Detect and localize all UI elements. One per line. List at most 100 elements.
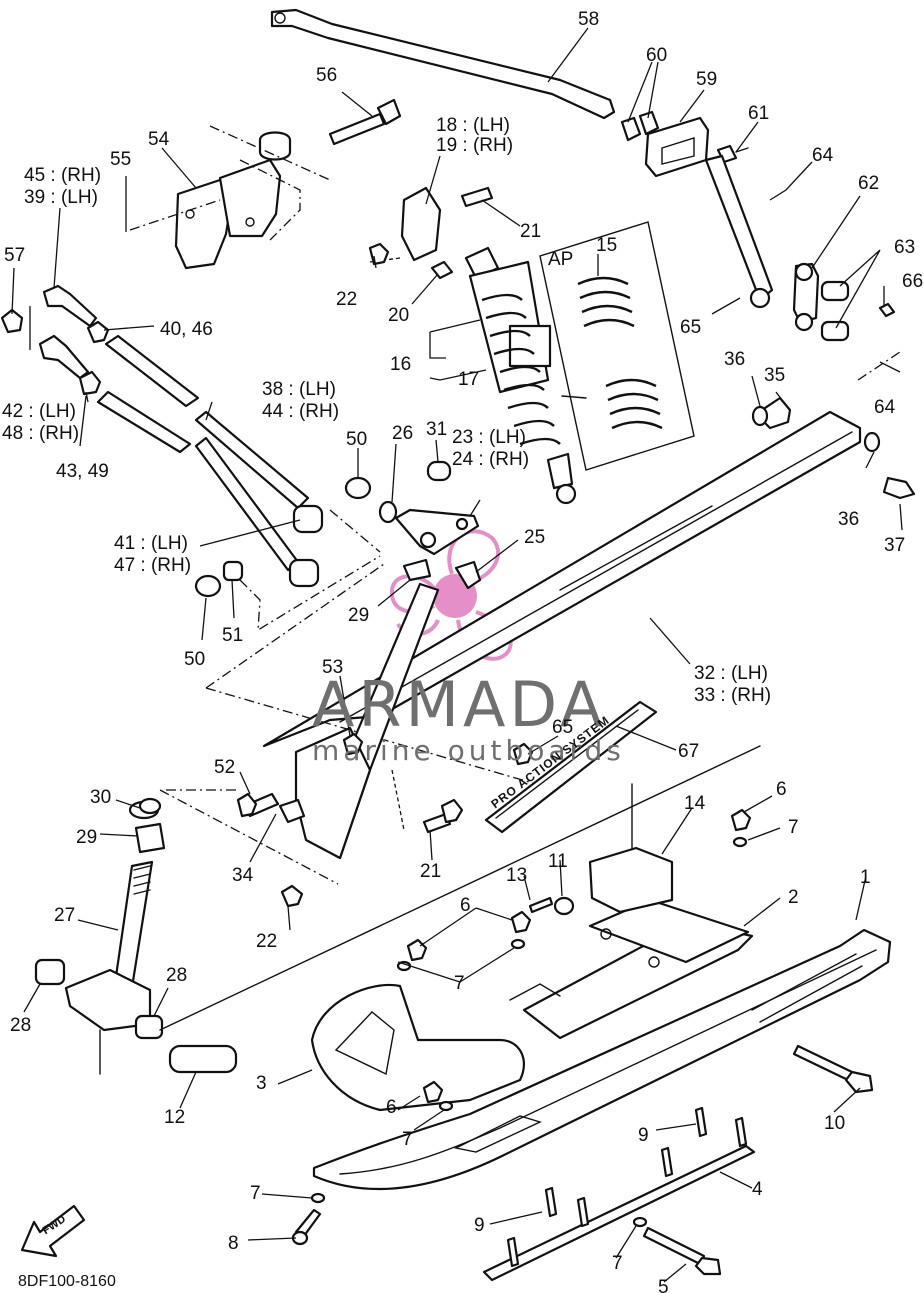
- callout-60: 60: [646, 45, 668, 66]
- callout-65b: 65: [552, 717, 574, 738]
- callout-15: 15: [596, 235, 618, 256]
- leader-lines: [11, 27, 903, 1283]
- callout-44: 44 : (RH): [262, 401, 340, 422]
- callout-54: 54: [148, 129, 170, 150]
- callout-48: 48 : (RH): [2, 423, 80, 444]
- callout-59: 59: [696, 69, 718, 90]
- callout-7c: 7: [402, 1129, 413, 1150]
- callout-16: 16: [390, 354, 412, 375]
- callout-66: 66: [902, 271, 924, 292]
- callout-22b: 22: [256, 931, 278, 952]
- callout-47: 47 : (RH): [114, 555, 192, 576]
- callout-7b: 7: [454, 973, 465, 994]
- callout-1: 1: [860, 867, 871, 888]
- callout-39: 39 : (LH): [24, 187, 98, 208]
- callout-63: 63: [894, 237, 916, 258]
- callout-29b: 29: [76, 827, 98, 848]
- stabilizer-bar: [270, 8, 616, 120]
- callout-35: 35: [764, 365, 786, 386]
- callout-14: 14: [684, 793, 706, 814]
- callout-50a: 50: [346, 429, 368, 450]
- callout-38: 38 : (LH): [262, 379, 336, 400]
- callout-29a: 29: [348, 605, 370, 626]
- callout-28a: 28: [166, 965, 188, 986]
- callout-52: 52: [214, 757, 236, 778]
- callout-22a: 22: [336, 289, 358, 310]
- callout-33: 33 : (RH): [694, 685, 772, 706]
- pivot-link: [378, 460, 482, 590]
- rod-ends: [0, 284, 110, 396]
- callout-50b: 50: [184, 649, 206, 670]
- watermark-tagline: marine outboards: [312, 734, 625, 767]
- callout-20: 20: [388, 305, 410, 326]
- callout-21a: 21: [520, 221, 542, 242]
- bolt-56: [328, 98, 402, 146]
- callout-4: 4: [752, 1179, 763, 1200]
- callout-3: 3: [256, 1073, 267, 1094]
- callout-7e: 7: [250, 1183, 261, 1204]
- callout-2: 2: [788, 887, 799, 908]
- callout-7d: 7: [612, 1253, 623, 1274]
- callout-5: 5: [658, 1277, 669, 1293]
- callout-24: 24 : (RH): [452, 449, 530, 470]
- front-arm: [278, 558, 440, 860]
- callout-27: 27: [54, 905, 76, 926]
- callout-34: 34: [232, 865, 254, 886]
- callout-30: 30: [90, 787, 112, 808]
- diagram-code: 8DF100-8160: [18, 1273, 116, 1290]
- callout-9a: 9: [638, 1125, 649, 1146]
- callout-45: 45 : (RH): [24, 165, 102, 186]
- callout-18: 18 : (LH): [436, 115, 510, 136]
- callout-53: 53: [322, 657, 344, 678]
- suspension-rail: [205, 351, 916, 785]
- spring-inset: [539, 221, 695, 471]
- watermark-brand: ARMADA: [312, 668, 607, 741]
- callout-28b: 28: [10, 1015, 32, 1036]
- shock-absorber: [368, 186, 577, 505]
- stabilizer-arm: [704, 154, 896, 342]
- bar-bushings: [620, 110, 749, 178]
- callout-67: 67: [678, 741, 700, 762]
- studs: [506, 1106, 748, 1268]
- callout-40: 40, 46: [160, 319, 213, 340]
- inset-label: AP: [548, 249, 574, 270]
- ski: [312, 928, 892, 1191]
- callout-31: 31: [426, 419, 448, 440]
- callout-65a: 65: [680, 317, 702, 338]
- callout-23: 23 : (LH): [452, 427, 526, 448]
- wear-bar: [482, 1144, 756, 1282]
- callout-6a: 6: [776, 779, 787, 800]
- callout-19: 19 : (RH): [436, 135, 514, 156]
- callout-37: 37: [884, 535, 906, 556]
- emblem-pro-action: [484, 700, 658, 834]
- radius-rods: [96, 334, 381, 632]
- callout-57: 57: [4, 245, 26, 266]
- callout-7a: 7: [788, 817, 799, 838]
- callout-10: 10: [824, 1113, 846, 1134]
- callout-26: 26: [392, 423, 414, 444]
- front-bolts: [159, 789, 464, 908]
- fwd-arrow-icon: [20, 1204, 86, 1258]
- callout-25: 25: [524, 527, 546, 548]
- callout-62: 62: [858, 173, 880, 194]
- callout-13: 13: [506, 865, 528, 886]
- callout-6c: 6: [386, 1097, 397, 1118]
- callout-58: 58: [578, 9, 600, 30]
- callout-8: 8: [228, 1233, 239, 1254]
- long-bolts: [291, 1044, 874, 1276]
- callout-12: 12: [164, 1107, 186, 1128]
- callout-36b: 36: [838, 509, 860, 530]
- callout-9b: 9: [474, 1215, 485, 1236]
- callout-51: 51: [222, 625, 244, 646]
- callout-17: 17: [458, 369, 480, 390]
- callout-36a: 36: [724, 349, 746, 370]
- callout-41: 41 : (LH): [114, 533, 188, 554]
- ski-loop: [310, 983, 525, 1112]
- callout-42: 42 : (LH): [2, 401, 76, 422]
- callout-32: 32 : (LH): [694, 663, 768, 684]
- frame-bracket: [129, 125, 331, 270]
- rubber-block: [588, 846, 674, 914]
- callout-43: 43, 49: [56, 461, 109, 482]
